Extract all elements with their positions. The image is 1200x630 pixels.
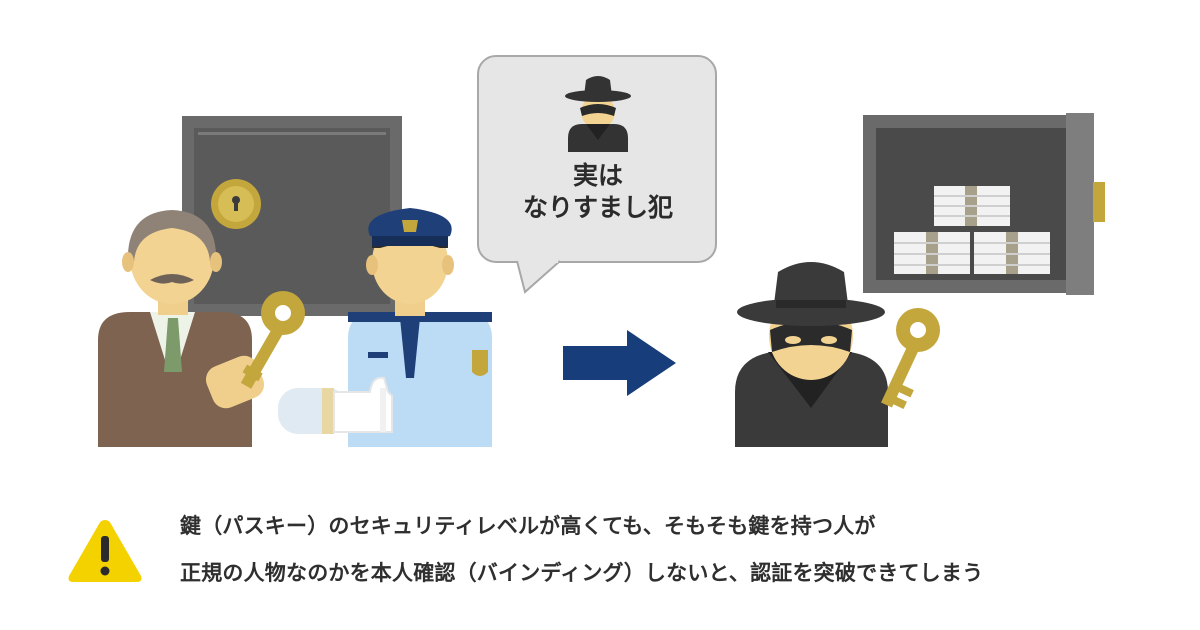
warning-icon	[68, 520, 142, 582]
key-icon	[240, 291, 305, 389]
officer-figure	[278, 208, 492, 447]
warning-message-line1: 鍵（パスキー）のセキュリティレベルが高くても、そもそも鍵を持つ人が	[180, 514, 876, 538]
speech-bubble	[477, 55, 717, 294]
money-stack-icon	[894, 186, 1050, 274]
bubble-text-line1: 実は	[572, 161, 623, 190]
impostor-icon	[565, 76, 631, 152]
owner-figure	[98, 210, 265, 447]
warning-message-line2: 正規の人物なのかを本人確認（バインディング）しないと、認証を突破できてしまう	[180, 561, 984, 585]
illustration-scene	[98, 55, 1105, 447]
impostor-figure	[735, 262, 888, 447]
open-safe	[863, 113, 1105, 295]
bubble-text-line2: なりすまし犯	[522, 193, 673, 222]
right-arrow-icon	[563, 330, 676, 396]
keyhole-icon	[211, 179, 261, 229]
locked-safe	[182, 116, 402, 316]
stolen-key-icon	[881, 308, 940, 410]
